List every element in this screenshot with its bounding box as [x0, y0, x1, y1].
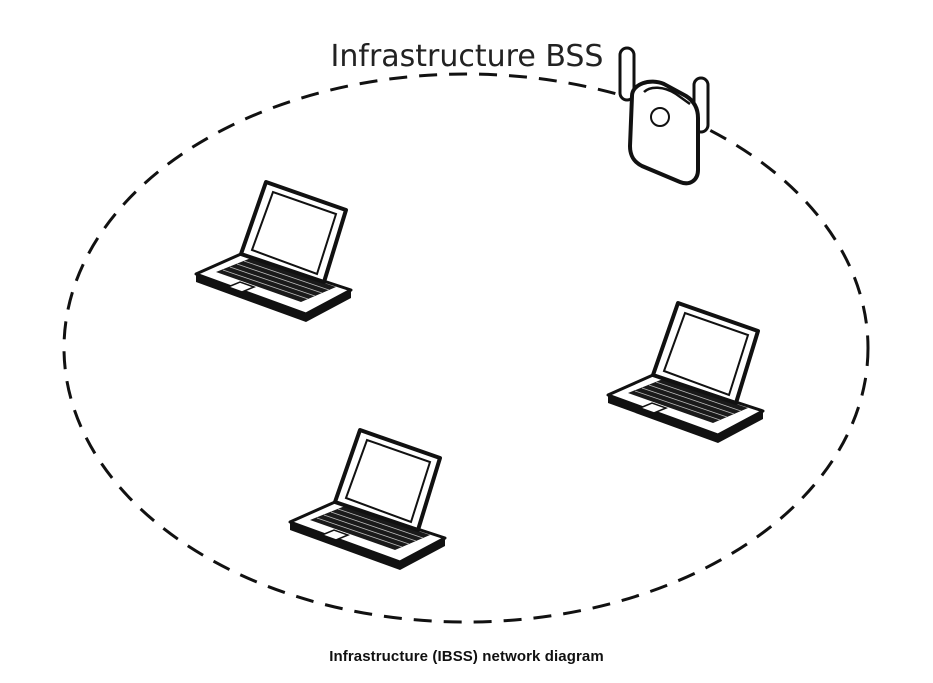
diagram-caption: Infrastructure (IBSS) network diagram — [0, 648, 933, 665]
laptop-icon — [290, 430, 445, 570]
diagram-title: Infrastructure BSS — [331, 39, 604, 74]
wireless-access-point-icon — [620, 48, 708, 183]
laptop-icon — [196, 182, 351, 322]
laptop-icon — [608, 303, 763, 443]
